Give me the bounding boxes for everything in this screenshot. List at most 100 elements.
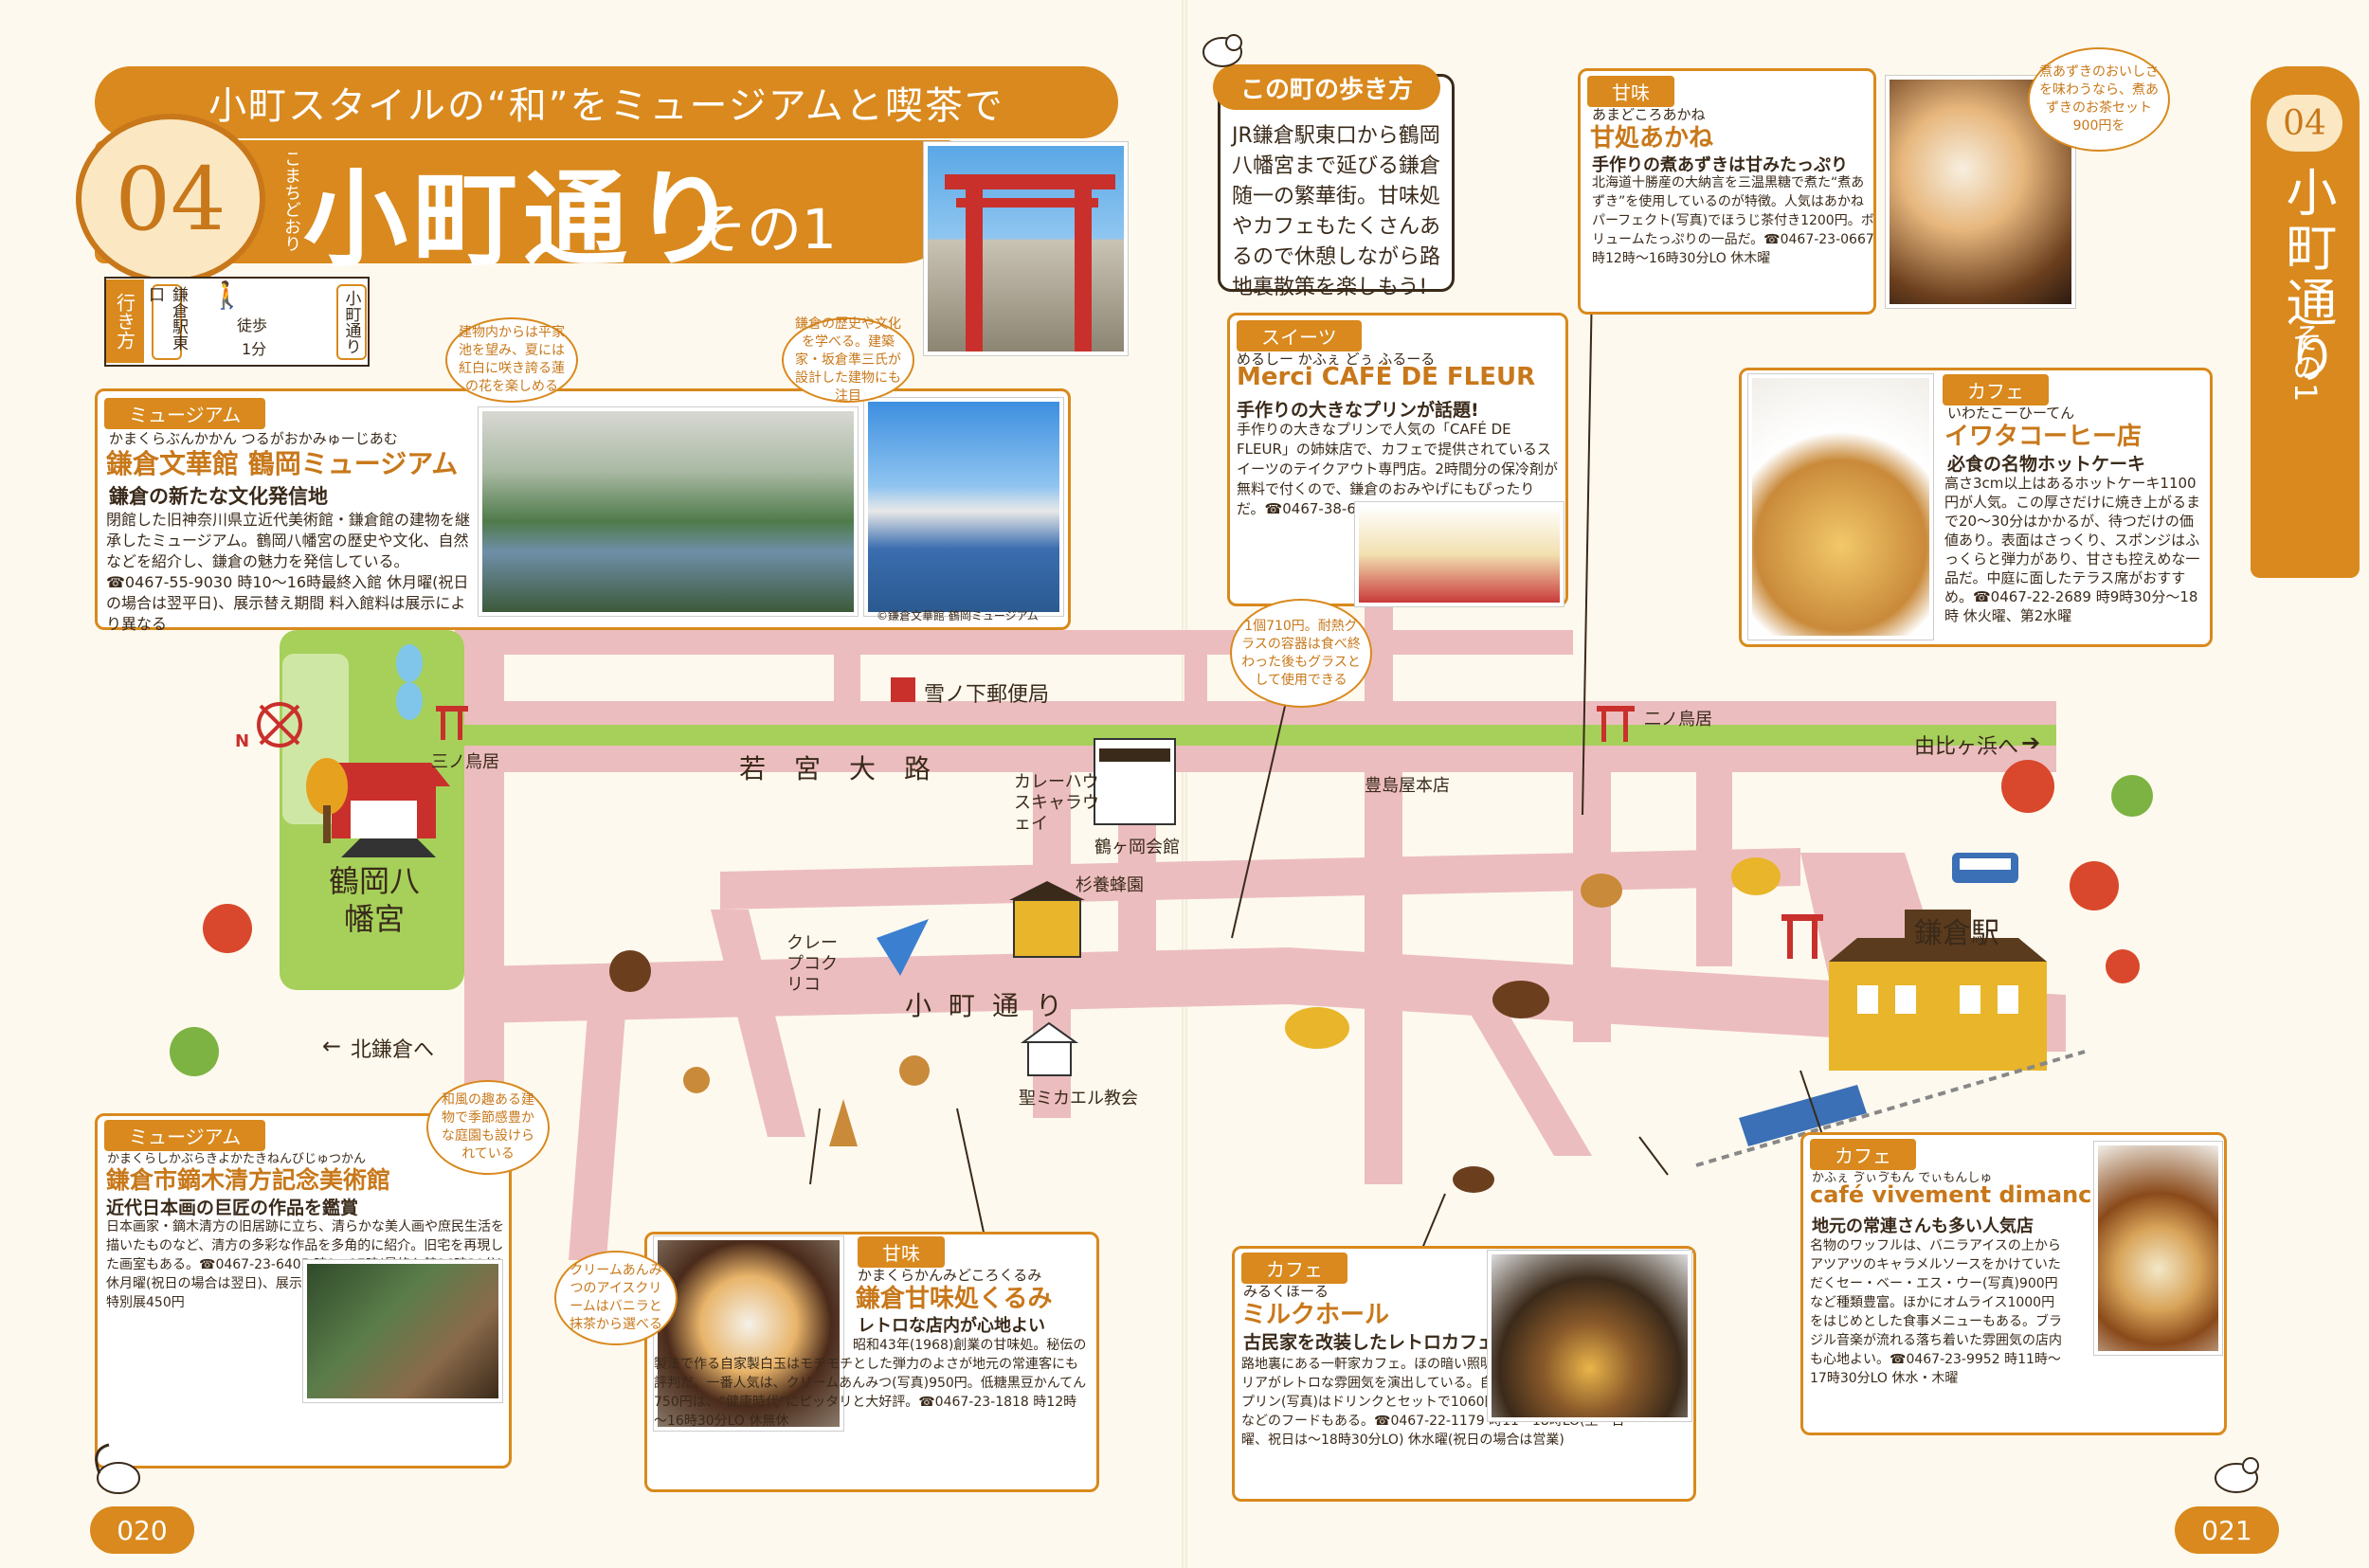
post-office-icon (891, 677, 915, 702)
page-subtitle: 小町スタイルの“和”をミュージアムと喫茶で (95, 66, 1118, 138)
map-label-church: 聖ミカエル教会 (1019, 1089, 1138, 1108)
spot-category: ミュージアム (104, 1120, 266, 1151)
spot-catch: 手作りの煮あずきは甘みたっぷり (1592, 155, 1848, 175)
shrine-building-icon (317, 763, 450, 857)
page-number-right: 021 (2175, 1506, 2279, 1554)
spot-category: カフェ (1241, 1253, 1347, 1284)
map-label-wakamiya: 若宮大路 (739, 753, 960, 784)
access-time: 1分 (242, 340, 267, 358)
torii-2-icon (1597, 706, 1635, 742)
kurumi-anmitsu-photo (654, 1236, 843, 1431)
map-label-shrine: 鶴岡八幡宮 (328, 863, 420, 937)
page-title: 小町通り (303, 159, 743, 280)
spot-catch: 手作りの大きなプリンが話題! (1237, 400, 1479, 421)
map-label-tsurugaoka-hall: 鶴ヶ岡会館 (1094, 838, 1180, 857)
side-tab-number: 04 (2267, 95, 2342, 152)
access-label: 行き方 (106, 279, 144, 363)
map-label-post: 雪ノ下郵便局 (924, 683, 1050, 707)
walker-icon: 🚶 (210, 279, 244, 311)
bird-footer-icon (2215, 1457, 2259, 1493)
torii-station-icon (1781, 914, 1823, 959)
kaburaki-bubble: 和風の趣ある建物で季節感豊かな庭園も設けられている (426, 1080, 550, 1175)
map-label-toshimaya: 豊島屋本店 (1365, 776, 1450, 796)
museum-bubble-1: 建物内からは平家池を望み、夏には紅白に咲き誇る蓮の花を楽しめる (445, 317, 578, 403)
walk-tips-text: JR鎌倉駅東口から鶴岡八幡宮まで延びる鎌倉随一の繁華街。甘味処やカフェもたくさん… (1232, 124, 1441, 299)
komachi-dori-road (474, 947, 2066, 1052)
dankazura-median (464, 725, 2056, 746)
spot-catch: 鎌倉の新たな文化発信地 (109, 485, 328, 508)
spot-ruby: かまくらぶんかかん つるがおかみゅーじあむ (109, 430, 398, 447)
arrow-right-icon: ➔ (2021, 730, 2041, 756)
squirrel-icon (95, 1443, 140, 1494)
area-number: 04 (76, 114, 265, 284)
museum-building-photo (864, 398, 1063, 616)
bird-icon (1203, 34, 1242, 67)
spot-name: 鎌倉文華館 鶴岡ミュージアム (106, 448, 459, 479)
merci-pudding-photo (1355, 502, 1564, 606)
kurumi-bubble: クリームあんみつのアイスクリームはバニラと抹茶から選べる (554, 1251, 678, 1345)
spot-category: 甘味 (1587, 76, 1674, 107)
spot-catch: 古民家を改装したレトロカフェ (1243, 1332, 1496, 1353)
spot-catch: 地元の常連さんも多い人気店 (1812, 1217, 2034, 1236)
food-icons (609, 857, 1781, 1193)
iwata-pancake-photo (1748, 374, 1933, 640)
spot-desc: 手作りの大きなプリンで人気の「CAFÉ DE FLEUR」の姉妹店で、カフェで提… (1237, 421, 1558, 517)
akane-bubble: 煮あずきのおいしさを味わうなら、煮あずきのお茶セット900円を (2028, 47, 2170, 152)
spot-ruby: めるしー かふぇ どぅ ふるーる (1237, 351, 1436, 368)
side-tab-title: 小町通り (2277, 166, 2337, 386)
komachi-torii-photo (924, 142, 1128, 355)
spot-ruby: いわたこーひーてん (1947, 405, 2075, 422)
museum-bubble-2: 鎌倉の歴史や文化を学べる。建築家・坂倉準三氏が設計した建物にも注目 (782, 316, 914, 404)
map-label-kitakamakura: 北鎌倉へ (351, 1038, 435, 1062)
tree-icons (306, 758, 348, 843)
access-box (104, 277, 370, 367)
building-icons (1009, 738, 1176, 1076)
spot-catch: レトロな店内が心地よい (858, 1316, 1045, 1336)
spot-name: Merci CAFÉ DE FLEUR (1237, 363, 1536, 391)
spot-name: 鎌倉甘味処くるみ (856, 1285, 1053, 1313)
map-label-torii3: 三ノ鳥居 (431, 752, 499, 772)
arrow-left-icon: ← (322, 1033, 342, 1059)
spot-category: ミュージアム (104, 398, 266, 429)
mid-road (720, 848, 1800, 910)
map-label-komachi: 小町通り (905, 990, 1080, 1021)
map-label-crepe: クレープコクリコ (787, 933, 838, 995)
map-label-north: N (235, 731, 250, 751)
page-number-left: 020 (90, 1506, 194, 1554)
flower-decoration-icons (203, 760, 2140, 983)
access-from: 鎌倉駅東口 (145, 284, 188, 360)
walk-tips-box (1218, 74, 1455, 292)
spot-ruby: あまどころあかね (1592, 106, 1706, 123)
spot-ruby: かまくらかんみどころくるみ (858, 1267, 1042, 1284)
kamakura-station-icon (1829, 910, 2047, 1071)
walk-tips-label: この町の歩き方 (1213, 64, 1440, 110)
spot-catch: 必食の名物ホットケーキ (1947, 454, 2146, 475)
spot-catch: 近代日本画の巨匠の作品を鑑賞 (106, 1198, 359, 1218)
map-label-station: 鎌倉駅 (1914, 917, 1999, 950)
map-label-yuigahama: 由比ヶ浜へ (1914, 735, 2019, 759)
spot-category: 甘味 (858, 1236, 945, 1268)
kaburaki-gate-photo (303, 1260, 502, 1402)
page-title-suffix: その1 (692, 197, 837, 261)
page-gutter (1182, 0, 1187, 1568)
spot-category: カフェ (1810, 1139, 1916, 1170)
train-icon (1695, 853, 2086, 1167)
spot-name: 鎌倉市鏑木清方記念美術館 (106, 1166, 391, 1194)
spot-card-akane (1578, 68, 1876, 315)
photo-credit: ©鎌倉文華館 鶴岡ミュージアム (877, 609, 1039, 622)
spot-category: スイーツ (1237, 320, 1362, 351)
museum-pond-photo (479, 407, 858, 616)
torii-3-icon (436, 706, 468, 740)
spot-name: ミルクホール (1241, 1301, 1390, 1329)
upper-road (455, 630, 1573, 655)
spot-desc: 名物のワッフルは、バニラアイスの上からアツアツのキャラメルソースをかけていただく… (1810, 1238, 2062, 1386)
map-label-suginomoto: 杉養蜂園 (1076, 875, 1144, 895)
map-label-torii2: 二ノ鳥居 (1644, 710, 1712, 730)
vivement-waffle-photo (2094, 1142, 2222, 1355)
spot-category: カフェ (1943, 374, 2049, 406)
spot-desc: 高さ3cm以上はあるホットケーキ1100円が人気。この厚さだけに焼き上がるまで2… (1944, 475, 2201, 624)
spot-desc: 昭和43年(1968)創業の甘味処。秘伝の製法で作る自家製白玉はモチモチとした弾… (654, 1338, 1087, 1429)
side-index-tab (2251, 66, 2360, 578)
spot-name: イワタコーヒー店 (1944, 423, 2143, 451)
map-label-curry: カレーハウスキャラウェイ (1014, 772, 1099, 834)
